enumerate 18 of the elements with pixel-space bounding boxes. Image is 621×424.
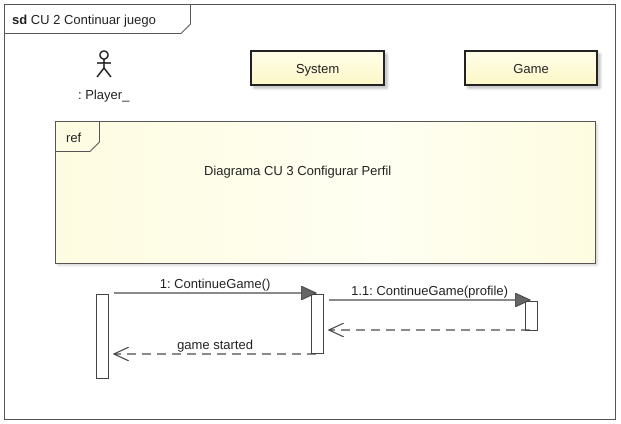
ref-keyword: ref xyxy=(66,131,82,144)
message-arrow xyxy=(114,286,316,300)
message-label: 1: ContinueGame() xyxy=(158,277,272,290)
ref-text: Diagrama CU 3 Configurar Perfil xyxy=(204,164,392,177)
actor-label: : Player_ xyxy=(78,88,130,101)
lifeline-head: Game xyxy=(464,50,598,86)
activation-bar xyxy=(96,294,109,379)
message-label: game started xyxy=(175,338,255,351)
interaction-use-frame xyxy=(55,121,596,264)
activation-bar xyxy=(525,301,538,331)
return-message-arrow xyxy=(328,322,530,338)
message-label: 1.1: ContinueGame(profile) xyxy=(349,284,510,297)
message-arrow xyxy=(329,292,530,308)
activation-bar xyxy=(311,294,324,354)
diagram-frame xyxy=(4,4,616,420)
frame-title: sd CU 2 Continuar juego xyxy=(12,13,156,26)
lifeline-head: System xyxy=(250,50,385,86)
return-message-arrow xyxy=(113,346,316,362)
